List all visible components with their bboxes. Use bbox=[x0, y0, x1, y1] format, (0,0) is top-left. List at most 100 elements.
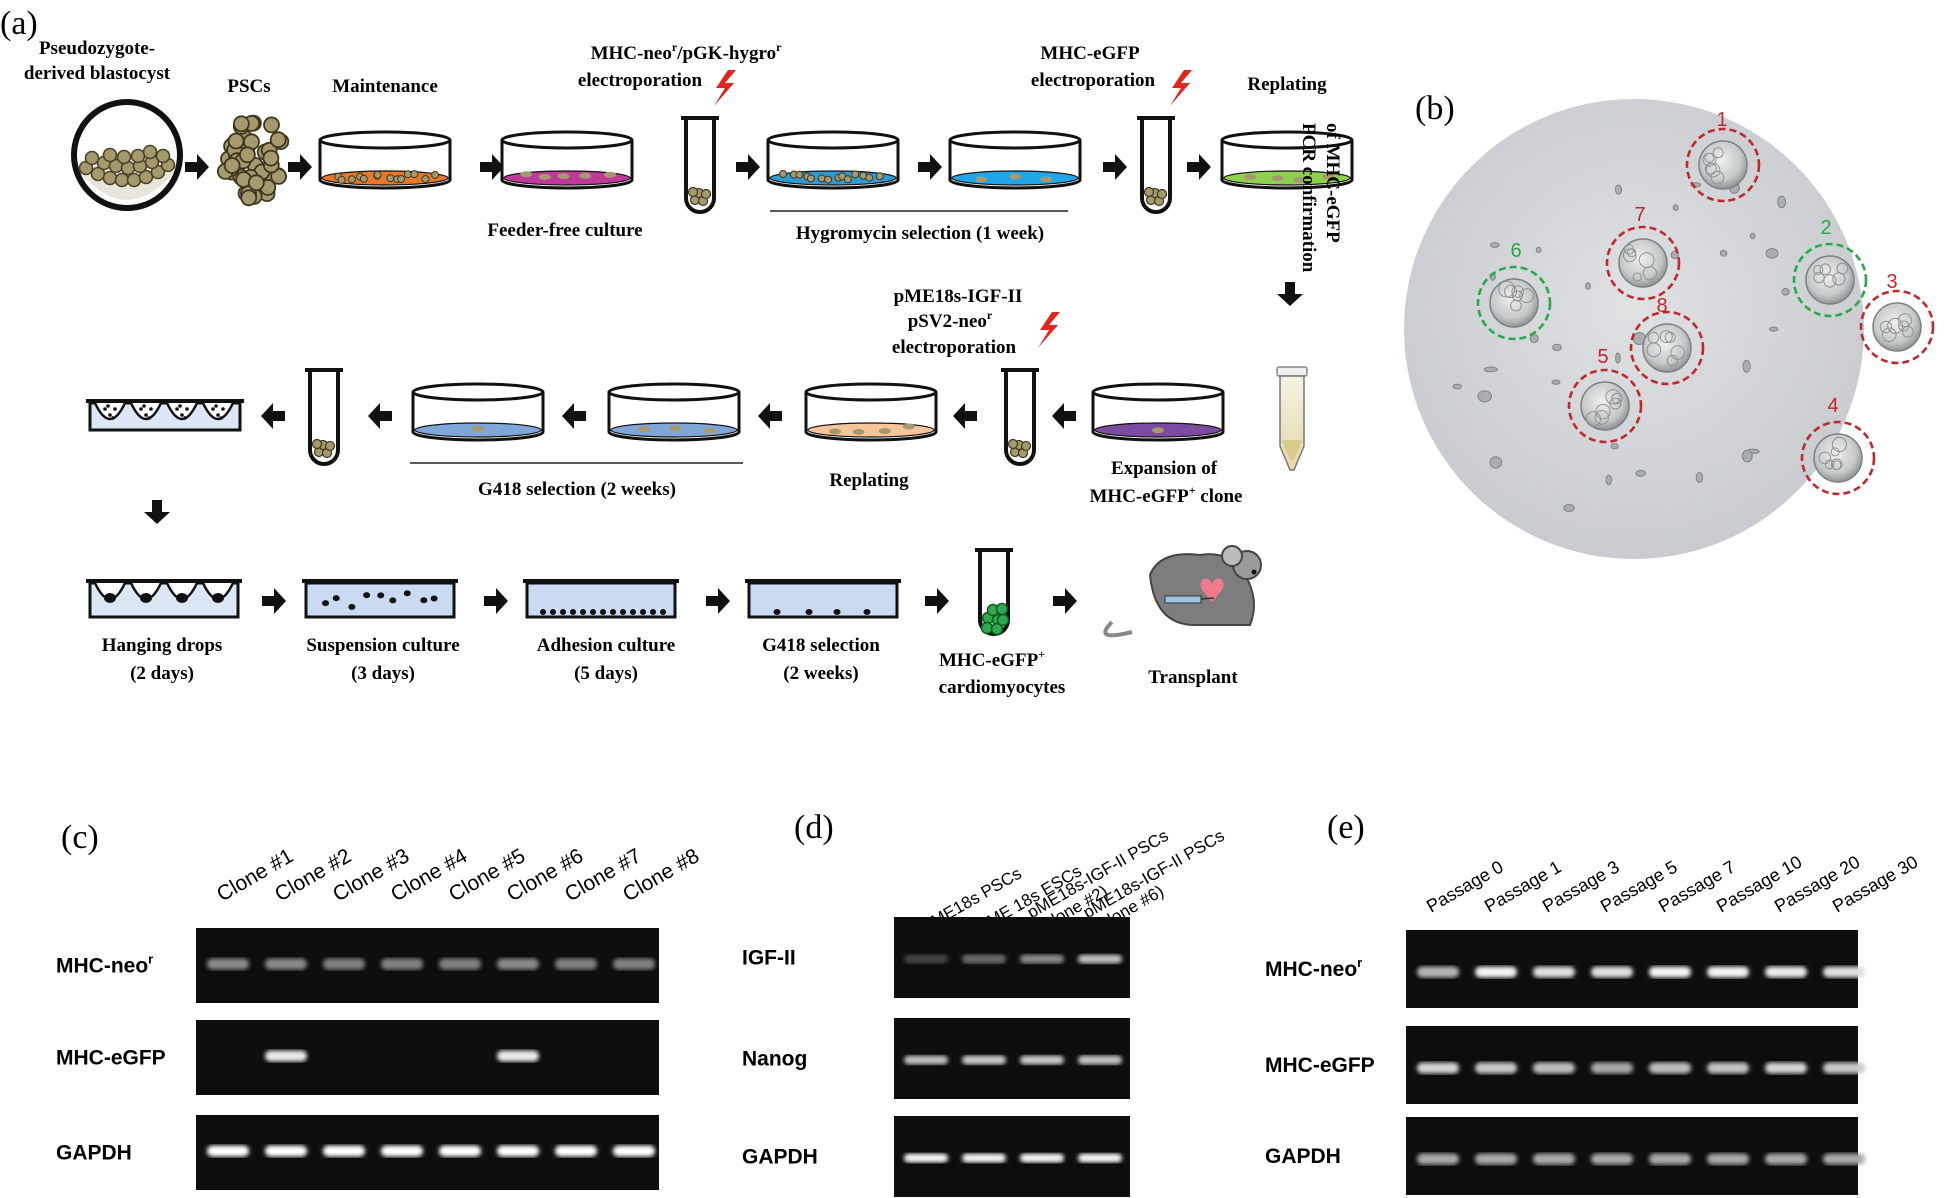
gel-band bbox=[323, 1145, 365, 1157]
gel-band bbox=[1020, 1055, 1064, 1065]
label-hanging-line1: Hanging drops bbox=[102, 635, 223, 656]
colony-3: 3 bbox=[1859, 271, 1935, 365]
cell bbox=[103, 407, 107, 411]
cell bbox=[704, 427, 716, 434]
cell bbox=[359, 174, 368, 183]
colony-cell bbox=[1632, 272, 1642, 282]
cell bbox=[975, 176, 988, 183]
gel-band bbox=[962, 1153, 1006, 1163]
cell bbox=[1040, 176, 1052, 183]
blastocyst-cell bbox=[102, 147, 118, 163]
colony-2: 2 bbox=[1792, 217, 1868, 318]
cell bbox=[211, 407, 215, 411]
embryoid-body bbox=[389, 597, 397, 604]
colony-cell bbox=[1712, 147, 1724, 159]
cell-debris bbox=[1742, 359, 1751, 373]
cell bbox=[843, 175, 852, 184]
hanging-drop bbox=[129, 402, 163, 421]
cell bbox=[1007, 438, 1019, 450]
gel-band bbox=[1823, 1062, 1865, 1074]
gel-band bbox=[1020, 1153, 1064, 1163]
label-electroporation-3-line2: pSV2-neor bbox=[908, 308, 993, 332]
gel-band bbox=[904, 1153, 948, 1163]
label-replating-top: Replating bbox=[1247, 74, 1327, 95]
embryoid-body bbox=[420, 597, 428, 604]
label-hygromycin: Hygromycin selection (1 week) bbox=[796, 223, 1044, 244]
colony-cell bbox=[1882, 327, 1897, 343]
gel-band bbox=[265, 958, 307, 970]
gel-band bbox=[207, 1145, 249, 1157]
colony-5: 5 bbox=[1567, 346, 1643, 444]
gel-band bbox=[1765, 1153, 1807, 1165]
cell bbox=[538, 173, 551, 180]
colony-cell bbox=[1498, 280, 1516, 298]
colony-body bbox=[1580, 381, 1630, 431]
blastocyst-cell bbox=[114, 172, 130, 188]
colony-body bbox=[1489, 278, 1539, 328]
embryoid-body bbox=[640, 609, 646, 615]
label-replating-mid: Replating bbox=[829, 470, 909, 491]
gel-band bbox=[1078, 954, 1122, 964]
dish-replating-mid bbox=[804, 382, 938, 442]
cardiomyocyte-tube bbox=[975, 548, 1013, 636]
panel-a: (a) Pseudozygote- derived blastocyst PSC… bbox=[0, 5, 1354, 698]
cell bbox=[829, 428, 841, 435]
label-pcr-line2: of MHC-eGFP bbox=[1322, 123, 1343, 243]
embryoid-body bbox=[560, 609, 566, 615]
hanging-drop bbox=[201, 402, 235, 421]
tube-harvest bbox=[305, 368, 343, 466]
blastocyst-cell bbox=[116, 149, 132, 165]
cell bbox=[878, 428, 891, 434]
blastocyst-cell bbox=[102, 170, 118, 186]
gel-band bbox=[555, 1145, 597, 1157]
cell bbox=[180, 413, 184, 417]
colony-cell bbox=[1705, 162, 1721, 178]
label-adhesion-line2: (5 days) bbox=[574, 663, 638, 684]
embryoid-body bbox=[104, 593, 116, 603]
gel-band bbox=[1020, 954, 1064, 964]
colony-cell bbox=[1510, 299, 1522, 312]
cell bbox=[216, 413, 220, 417]
cell bbox=[347, 175, 356, 184]
colony-cell bbox=[1710, 170, 1725, 185]
cell-debris bbox=[1695, 471, 1704, 483]
pcr-microtube bbox=[1276, 366, 1308, 471]
cell bbox=[637, 426, 650, 433]
colony-cell bbox=[1511, 290, 1523, 302]
label-electroporation-1-line1: MHC-neor/pGK-hygror bbox=[591, 40, 782, 64]
row3-arrows bbox=[262, 588, 1077, 614]
panel-e-label: (e) bbox=[1327, 809, 1365, 846]
gel-band bbox=[904, 954, 948, 964]
colony-cell bbox=[1823, 274, 1837, 288]
cell bbox=[149, 407, 153, 411]
cell-debris bbox=[1768, 326, 1779, 332]
gel-row-label: MHC-neor bbox=[56, 952, 153, 978]
cardiomyocyte bbox=[833, 609, 841, 615]
embryoid-body bbox=[176, 593, 188, 603]
cell bbox=[687, 186, 699, 198]
cell bbox=[1156, 188, 1168, 200]
arrow-down-pcr bbox=[1277, 282, 1303, 306]
lightning-icon bbox=[714, 70, 736, 106]
embryoid-body bbox=[550, 609, 556, 615]
label-electroporation-2-line2: electroporation bbox=[1031, 70, 1156, 91]
colony-cell bbox=[1605, 389, 1621, 405]
colony-4: 4 bbox=[1800, 395, 1876, 496]
tube-electroporation-2 bbox=[1137, 70, 1192, 214]
colony-number: 2 bbox=[1820, 217, 1831, 239]
psc-cell bbox=[240, 189, 258, 207]
label-electroporation-2-line1: MHC-eGFP bbox=[1040, 43, 1140, 64]
colony-cell bbox=[1832, 272, 1846, 286]
gel-band bbox=[1475, 1153, 1517, 1165]
gel-band bbox=[381, 958, 423, 970]
cell-debris bbox=[1749, 232, 1756, 240]
dish-expansion bbox=[1091, 382, 1225, 442]
gel-band bbox=[962, 1055, 1006, 1065]
cell bbox=[557, 173, 570, 180]
embryoid-body bbox=[570, 609, 576, 615]
embryoid-body bbox=[403, 590, 411, 597]
cell bbox=[1020, 440, 1032, 452]
colony-body bbox=[1618, 238, 1668, 288]
